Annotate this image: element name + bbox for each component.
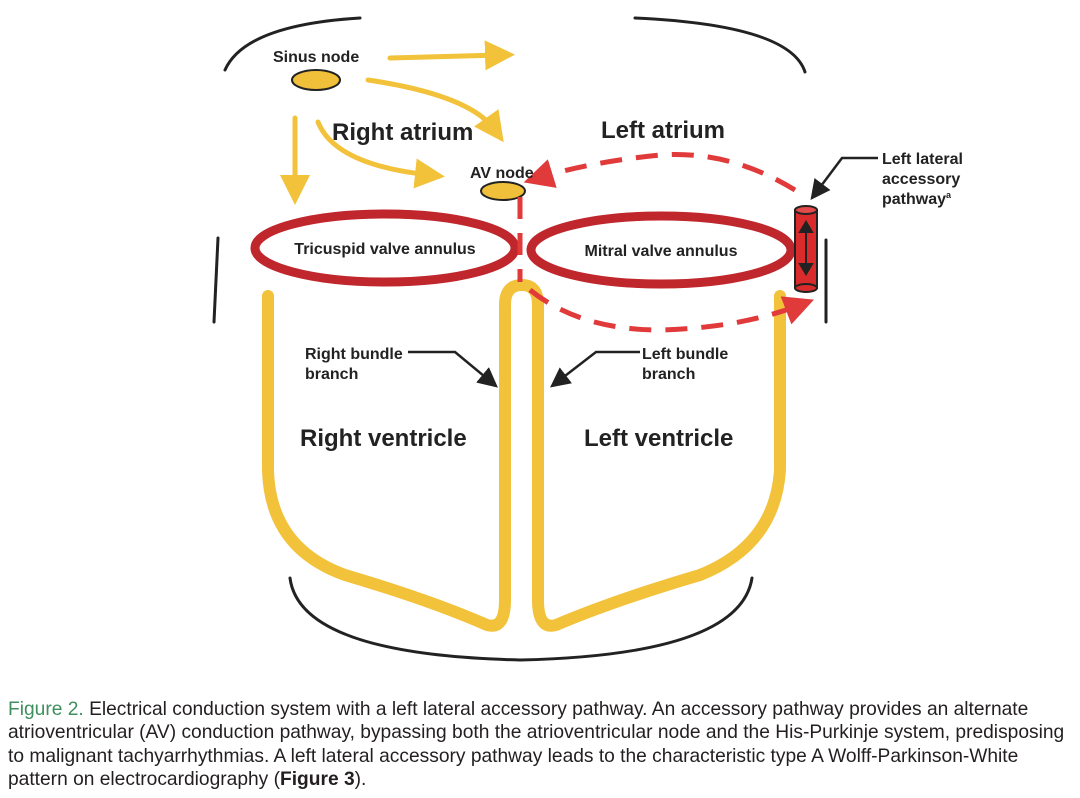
accessory-conduction-path [517, 151, 815, 333]
caption-text-end: ). [354, 769, 367, 791]
right-atrium-label: Right atrium [332, 119, 473, 146]
right-ventricle-label: Right ventricle [300, 425, 467, 452]
conduction-diagram: Sinus node Right atrium Left atrium AV n… [212, 16, 963, 662]
accessory-label-line1: Left lateral [882, 151, 963, 168]
accessory-label-word: pathway [882, 191, 946, 208]
left-atrium-label: Left atrium [601, 117, 725, 144]
sinus-node-label: Sinus node [273, 49, 359, 66]
tricuspid-label: Tricuspid valve annulus [294, 241, 475, 258]
mitral-valve-annulus [526, 211, 796, 289]
accessory-pathway [794, 205, 818, 293]
caption-text: Electrical conduction system with a left… [8, 699, 1065, 791]
av-node [480, 181, 526, 201]
leader-lines [408, 156, 878, 388]
accessory-label-line2: accessory [882, 171, 960, 188]
figure-reference-link[interactable]: Figure 3 [279, 769, 355, 791]
left-ventricle-label: Left ventricle [584, 425, 733, 452]
bundle-branches [262, 279, 786, 632]
lbb-label-line1: Left bundle [642, 346, 728, 363]
mitral-label: Mitral valve annulus [585, 243, 738, 260]
av-node-label: AV node [470, 165, 534, 182]
heart-outline [212, 16, 828, 662]
figure-caption: Figure 2. Electrical conduction system w… [8, 698, 1074, 792]
accessory-footnote-mark: a [946, 190, 952, 200]
accessory-label-line3: pathwaya [882, 190, 952, 208]
tricuspid-valve-annulus [250, 209, 520, 287]
lbb-label-line2: branch [642, 366, 695, 383]
bidirectional-arrow-icon [798, 220, 814, 276]
sinus-node [291, 69, 341, 91]
sinus-conduction-arrows [280, 40, 515, 205]
figure-label: Figure 2. [8, 699, 84, 720]
rbb-label-line2: branch [305, 366, 358, 383]
rbb-label-line1: Right bundle [305, 346, 403, 363]
